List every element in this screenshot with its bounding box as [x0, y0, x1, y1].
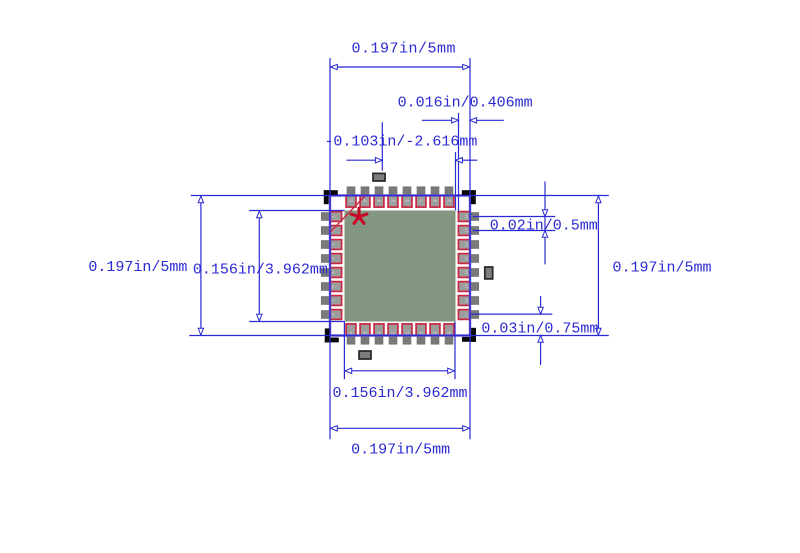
svg-text:25: 25: [447, 200, 451, 204]
svg-text:1: 1: [333, 215, 337, 218]
svg-text:0.03in/0.75mm: 0.03in/0.75mm: [481, 320, 598, 337]
svg-text:0.156in/3.962mm: 0.156in/3.962mm: [193, 262, 328, 279]
svg-text:9: 9: [350, 332, 352, 336]
svg-text:23: 23: [466, 228, 470, 232]
svg-text:2: 2: [333, 229, 337, 231]
svg-text:18: 18: [466, 298, 470, 302]
svg-text:0.02in/0.5mm: 0.02in/0.5mm: [490, 218, 598, 235]
svg-text:21: 21: [466, 256, 470, 261]
svg-text:6: 6: [333, 285, 337, 287]
svg-text:31: 31: [363, 200, 368, 204]
svg-text:16: 16: [447, 332, 451, 336]
svg-text:27: 27: [419, 200, 423, 204]
svg-text:20: 20: [466, 270, 470, 274]
svg-text:4: 4: [333, 257, 337, 260]
svg-text:13: 13: [405, 332, 409, 336]
svg-text:19: 19: [466, 284, 470, 288]
svg-text:15: 15: [433, 332, 437, 336]
svg-text:0.197in/5mm: 0.197in/5mm: [351, 442, 450, 459]
svg-text:11: 11: [377, 332, 382, 336]
svg-text:17: 17: [466, 312, 470, 316]
svg-text:3: 3: [333, 243, 337, 245]
svg-text:0.016in/0.406mm: 0.016in/0.406mm: [398, 95, 533, 112]
svg-text:-0.103in/-2.616mm: -0.103in/-2.616mm: [324, 133, 477, 150]
svg-text:0.197in/5mm: 0.197in/5mm: [88, 259, 187, 276]
svg-text:30: 30: [377, 200, 381, 204]
svg-text:8: 8: [333, 313, 337, 315]
svg-text:29: 29: [391, 200, 395, 204]
svg-text:5: 5: [333, 271, 337, 273]
svg-text:22: 22: [466, 242, 470, 246]
svg-text:7: 7: [333, 299, 337, 301]
svg-text:0.197in/5mm: 0.197in/5mm: [352, 41, 457, 58]
svg-text:14: 14: [419, 332, 424, 336]
svg-text:12: 12: [391, 332, 395, 336]
svg-text:32: 32: [349, 200, 353, 204]
svg-text:10: 10: [363, 332, 367, 336]
svg-text:0.156in/3.962mm: 0.156in/3.962mm: [333, 385, 468, 402]
svg-text:24: 24: [466, 214, 470, 219]
svg-text:28: 28: [405, 200, 409, 204]
svg-text:26: 26: [433, 200, 437, 204]
svg-text:0.197in/5mm: 0.197in/5mm: [613, 260, 712, 277]
